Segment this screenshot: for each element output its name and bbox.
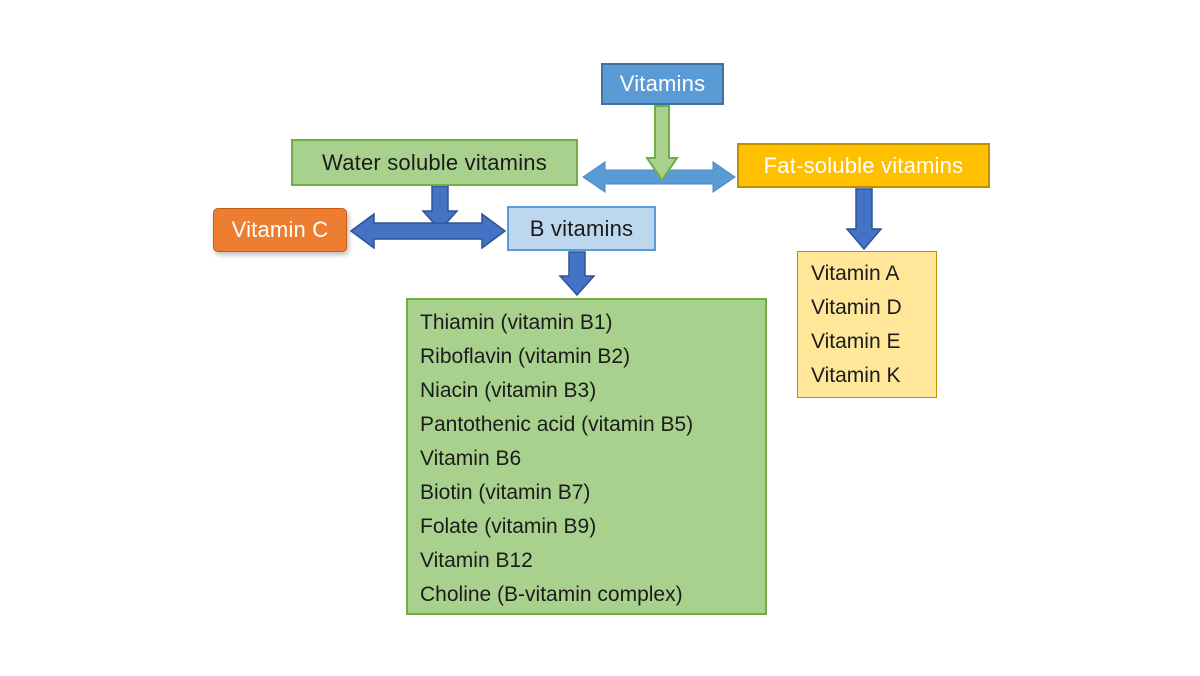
node-vitamins-label: Vitamins	[619, 71, 706, 96]
arrow-bvitamins-down	[558, 251, 596, 297]
list-item: Vitamin K	[811, 364, 901, 387]
list-item: Folate (vitamin B9)	[420, 515, 597, 538]
list-item: Vitamin E	[811, 330, 901, 353]
b-vitamins-list: Thiamin (vitamin B1) Riboflavin (vitamin …	[406, 298, 767, 615]
node-water-soluble-label: Water soluble vitamins	[322, 149, 547, 175]
node-vitamin-c-label: Vitamin C	[231, 217, 329, 242]
list-item: Vitamin A	[811, 262, 900, 285]
list-item: Pantothenic acid (vitamin B5)	[420, 413, 694, 436]
list-item: Niacin (vitamin B3)	[420, 379, 597, 402]
list-item: Biotin (vitamin B7)	[420, 481, 591, 504]
list-item: Riboflavin (vitamin B2)	[420, 345, 631, 368]
arrow-water-soluble-down	[421, 185, 459, 232]
node-b-vitamins: B vitamins	[507, 206, 656, 251]
list-item: Vitamin B12	[420, 549, 533, 572]
node-b-vitamins-label: B vitamins	[529, 215, 634, 241]
arrow-vitamins-down-icon	[645, 105, 679, 182]
arrow-fat-soluble-down	[845, 188, 883, 251]
double-arrow-vitaminc-bvitamins	[349, 212, 507, 250]
node-vitamins: Vitamins	[601, 63, 724, 105]
node-fat-soluble-label: Fat-soluble vitamins	[763, 152, 964, 178]
list-item: Vitamin B6	[420, 447, 522, 470]
node-water-soluble-vitamins: Water soluble vitamins	[291, 139, 578, 186]
node-vitamin-c: Vitamin C	[213, 208, 347, 252]
list-item: Thiamin (vitamin B1)	[420, 311, 613, 334]
list-item: Choline (B-vitamin complex)	[420, 583, 683, 606]
list-item: Vitamin D	[811, 296, 902, 319]
node-fat-soluble-vitamins: Fat-soluble vitamins	[737, 143, 990, 188]
fat-soluble-vitamins-list: Vitamin A Vitamin D Vitamin E Vitamin K	[797, 251, 937, 398]
